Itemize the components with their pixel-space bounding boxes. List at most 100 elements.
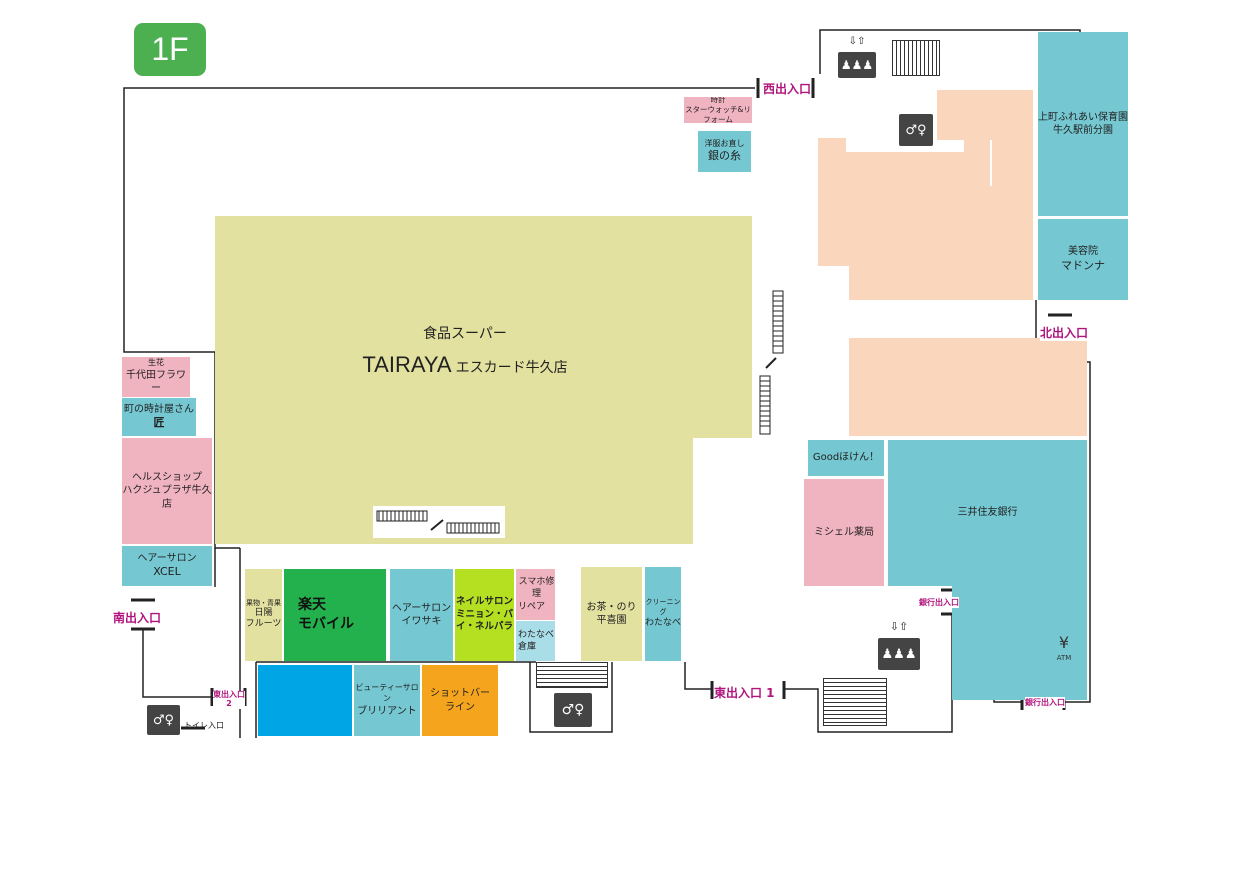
shop-tea[interactable]: お茶・のり 平喜園	[581, 567, 642, 661]
shop-watanabe-store-name2: 倉庫	[518, 642, 537, 652]
shop-tea-name: 平喜園	[596, 615, 627, 626]
bank-lower[interactable]	[952, 586, 1087, 700]
shop-hair-iwasaki[interactable]: ヘアーサロン イワサキ	[390, 569, 453, 661]
shop-watanabe-store[interactable]: わたなべ 倉庫	[516, 621, 555, 661]
shop-nursery[interactable]: 上町ふれあい保育園 牛久駅前分園	[1038, 32, 1128, 216]
bank[interactable]: 三井住友銀行	[888, 440, 1087, 586]
vacant-area-5[interactable]	[992, 124, 1033, 186]
shop-clock-category: 町の時計屋さん	[124, 403, 194, 415]
shop-phone-repair-category: スマホ修理	[518, 577, 555, 600]
restroom-icon: ♂♀	[554, 693, 592, 727]
east1-entrance-label: 東出入口 1	[714, 684, 775, 701]
shop-pharmacy-name: ミシェル薬局	[814, 526, 874, 538]
atm-label: ATM	[1056, 654, 1072, 663]
shop-insurance-name: Goodほけん！	[812, 452, 880, 464]
shop-shot-bar[interactable]: ショットバー ライン	[422, 665, 498, 736]
shop-tailor[interactable]: 洋服お直し 銀の糸	[698, 131, 751, 172]
bank-name: 三井住友銀行	[957, 507, 1018, 519]
shop-nail-name1: ミニョン・パ	[455, 608, 513, 620]
shop-watch-name: スターウォッチ&リフォーム	[685, 105, 751, 123]
shop-beauty-madonna-category: 美容院	[1068, 246, 1098, 258]
vacant-area-2[interactable]	[818, 138, 846, 186]
shop-phone-repair-name: リペア	[518, 601, 546, 612]
shop-nail-name2: イ・ネルパラ	[455, 621, 513, 633]
stairs-icon	[892, 40, 940, 76]
vacant-area-8[interactable]	[849, 338, 1087, 436]
shop-health-category: ヘルスショップ	[132, 471, 202, 483]
shop-insurance[interactable]: Goodほけん！	[808, 440, 884, 476]
shop-hair-xcel-category: ヘアーサロン	[137, 552, 197, 564]
vacant-area-4[interactable]	[964, 124, 990, 186]
shop-phone-repair[interactable]: スマホ修理 リペア	[516, 569, 555, 620]
shop-nail-category: ネイルサロン	[455, 595, 513, 607]
shop-shot-bar-name: ライン	[445, 701, 475, 713]
shop-florist[interactable]: 生花 千代田フラワー	[122, 357, 190, 397]
unnamed-shop-blue[interactable]	[258, 665, 352, 736]
shop-cleaning-category: クリーニング	[645, 598, 681, 616]
shop-hair-iwasaki-category: ヘアーサロン	[391, 602, 452, 614]
shop-health[interactable]: ヘルスショップ ハクジュプラザ牛久店	[122, 438, 212, 544]
shop-fruits-category: 果物・青果	[246, 599, 281, 608]
supermarket-label: 食品スーパー TAIRAYA エスカード牛久店	[300, 318, 630, 386]
shop-rakuten[interactable]: 楽天 モバイル	[284, 569, 386, 661]
supermarket-brand: TAIRAYA	[362, 351, 452, 377]
shop-cleaning[interactable]: クリーニング わたなべ	[645, 567, 681, 661]
shop-tailor-category: 洋服お直し	[704, 138, 745, 148]
east2-entrance-label: 東出入口 2	[213, 690, 245, 709]
vacant-area-3[interactable]	[846, 152, 976, 186]
supermarket-branch: エスカード牛久店	[455, 359, 568, 376]
shop-florist-category: 生花	[148, 358, 164, 368]
shop-clock-name: 匠	[153, 416, 165, 430]
south-entrance-label: 南出入口	[113, 609, 162, 626]
shop-florist-name: 千代田フラワー	[126, 369, 186, 395]
shop-fruits-name2: フルーツ	[245, 619, 282, 630]
atm-icon: ¥ ATM	[1056, 633, 1072, 663]
escalator-icon	[373, 506, 505, 538]
stairs-icon	[823, 678, 887, 726]
shop-nursery-name: 上町ふれあい保育園	[1038, 111, 1128, 123]
bank-entrance-label-lower: 銀行出入口	[1025, 697, 1065, 708]
shop-watanabe-store-name1: わたなべ	[518, 629, 555, 640]
shop-hair-iwasaki-name: イワサキ	[401, 616, 442, 627]
shop-beauty-brilliant-category: ビューティーサロン	[355, 682, 419, 703]
elevator-icon: ⇩⇧ ♟♟♟	[838, 36, 876, 80]
shop-hair-xcel-name: XCEL	[153, 565, 181, 579]
bank-entrance-label-upper: 銀行出入口	[919, 597, 959, 608]
shop-watch-category: 時計	[710, 97, 726, 105]
restroom-icon: ♂♀	[147, 705, 180, 735]
shop-rakuten-name2: モバイル	[298, 616, 354, 632]
west-entrance-label: 西出入口	[763, 80, 812, 97]
shop-beauty-brilliant[interactable]: ビューティーサロン ブリリアント	[354, 665, 420, 736]
shop-cleaning-name: わたなべ	[645, 618, 681, 629]
vacant-area-6[interactable]	[818, 186, 1033, 266]
shop-health-name: ハクジュプラザ牛久店	[122, 485, 212, 510]
stairs-icon	[536, 662, 608, 688]
floor-badge: 1F	[134, 23, 206, 76]
shop-tea-category: お茶・のり	[586, 601, 637, 613]
shop-beauty-madonna[interactable]: 美容院 マドンナ	[1038, 219, 1128, 300]
shop-nursery-branch: 牛久駅前分園	[1053, 125, 1113, 136]
east2-entrance-label-line1: 東出入口	[213, 690, 245, 699]
toilet-entrance-label: トイレ入口	[184, 720, 224, 730]
supermarket-area[interactable]	[215, 216, 752, 438]
elevator-icon: ⇩⇧ ♟♟♟	[878, 620, 920, 672]
shop-fruits[interactable]: 果物・青果 日陽 フルーツ	[245, 569, 282, 661]
shop-rakuten-name1: 楽天	[298, 597, 326, 614]
shop-clock[interactable]: 町の時計屋さん 匠	[122, 398, 196, 436]
shop-beauty-brilliant-name: ブリリアント	[357, 705, 417, 717]
shop-hair-xcel[interactable]: ヘアーサロン XCEL	[122, 546, 212, 586]
shop-shot-bar-category: ショットバー	[430, 688, 490, 699]
shop-beauty-madonna-name: マドンナ	[1061, 258, 1105, 272]
shop-nail[interactable]: ネイルサロン ミニョン・パ イ・ネルパラ	[455, 569, 514, 661]
shop-tailor-name: 銀の糸	[708, 149, 741, 163]
shop-pharmacy[interactable]: ミシェル薬局	[804, 479, 884, 586]
vacant-area-7[interactable]	[849, 264, 1033, 300]
shop-watch[interactable]: 時計 スターウォッチ&リフォーム	[684, 97, 752, 123]
restroom-icon: ♂♀	[899, 114, 933, 146]
shop-fruits-name1: 日陽	[254, 608, 273, 619]
supermarket-subtitle: 食品スーパー	[423, 325, 507, 342]
east2-entrance-label-line2: 2	[226, 698, 232, 708]
escalator-icon	[756, 288, 786, 438]
north-entrance-label: 北出入口	[1040, 324, 1089, 341]
